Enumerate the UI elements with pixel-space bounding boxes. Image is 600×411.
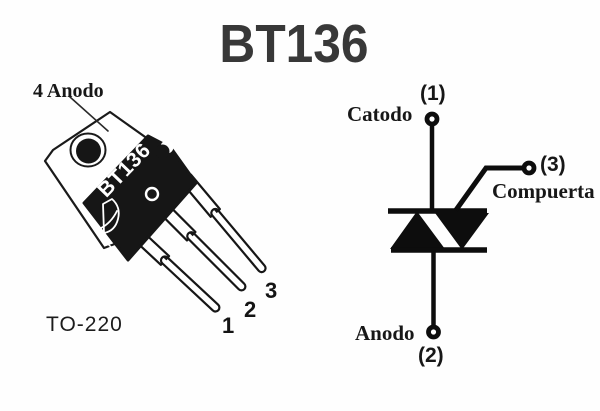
body-round-indent	[144, 186, 160, 202]
page-title: BT136	[219, 14, 369, 74]
mounting-hole	[76, 138, 101, 164]
pin-1-number: 1	[222, 313, 235, 338]
triac-left-triangle	[390, 211, 445, 249]
triac-symbol	[388, 111, 537, 340]
anode-label: Anodo	[355, 321, 415, 345]
pin-3	[180, 173, 267, 274]
gate-lead	[453, 165, 522, 212]
body-edge-highlight	[96, 232, 122, 258]
cathode-terminal-circle	[424, 111, 440, 127]
gate-label: Compuerta	[492, 179, 595, 203]
triac-right-triangle	[435, 213, 489, 250]
body-crescent-mask	[155, 144, 170, 159]
gate-pin-number: (3)	[540, 153, 566, 176]
to220-package-drawing: BT136	[43, 96, 267, 313]
pin-3-number: 3	[265, 278, 278, 303]
package-outline-label: TO-220	[46, 313, 123, 336]
cathode-label: Catodo	[347, 102, 413, 126]
tab-callout-label: 4 Anodo	[33, 80, 104, 102]
anode-terminal-circle	[426, 324, 441, 340]
cathode-pin-number: (1)	[420, 82, 446, 105]
body-notch-curve	[100, 210, 118, 229]
anode-pin-number: (2)	[418, 344, 444, 367]
body-notch-detail	[102, 198, 120, 234]
pin-2-number: 2	[244, 297, 257, 322]
gate-terminal-circle	[521, 160, 537, 176]
tab-callout-leader-line	[69, 96, 109, 132]
